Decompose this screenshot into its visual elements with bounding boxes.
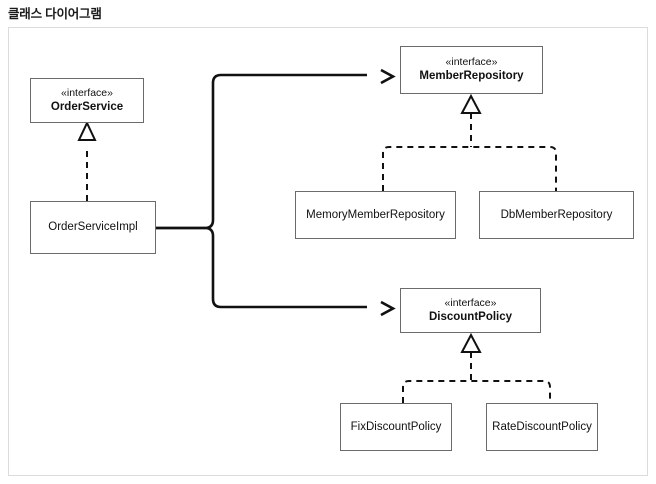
uml-node-order-service[interactable]: «interface» OrderService [30,78,144,123]
class-name-label: DbMemberRepository [500,208,613,221]
page-title: 클래스 다이어그램 [8,7,102,21]
edge-memory-db-realize-member-repository [382,93,557,191]
diagram-connectors: MemberRepository (solid, branching up-ri… [77,68,557,403]
uml-node-db-member-repository[interactable]: DbMemberRepository [479,191,634,239]
edge-impl-uses-discount-policy [156,226,396,317]
class-name-label: RateDiscountPolicy [492,420,592,433]
stereotype-label: «interface» [61,86,113,99]
uml-node-discount-policy[interactable]: «interface» DiscountPolicy [400,288,541,333]
class-name-label: MemoryMemberRepository [306,208,445,221]
uml-node-memory-member-repository[interactable]: MemoryMemberRepository [295,191,456,239]
stereotype-label: «interface» [445,56,498,69]
class-name-label: MemberRepository [419,70,524,83]
class-name-label: FixDiscountPolicy [350,420,442,433]
edge-fix-rate-realize-discount-policy [402,332,551,403]
class-name-label: OrderServiceImpl [48,221,138,234]
uml-node-rate-discount-policy[interactable]: RateDiscountPolicy [486,403,598,451]
class-name-label: DiscountPolicy [428,310,513,323]
stereotype-label: «interface» [444,296,497,309]
uml-node-member-repository[interactable]: «interface» MemberRepository [400,46,543,94]
uml-node-order-service-impl[interactable]: OrderServiceImpl [30,201,156,254]
diagram-canvas: MemberRepository (solid, branching up-ri… [8,27,648,476]
edge-impl-realizes-order-service [77,120,97,201]
class-name-label: OrderService [50,100,124,113]
uml-node-fix-discount-policy[interactable]: FixDiscountPolicy [340,403,452,451]
